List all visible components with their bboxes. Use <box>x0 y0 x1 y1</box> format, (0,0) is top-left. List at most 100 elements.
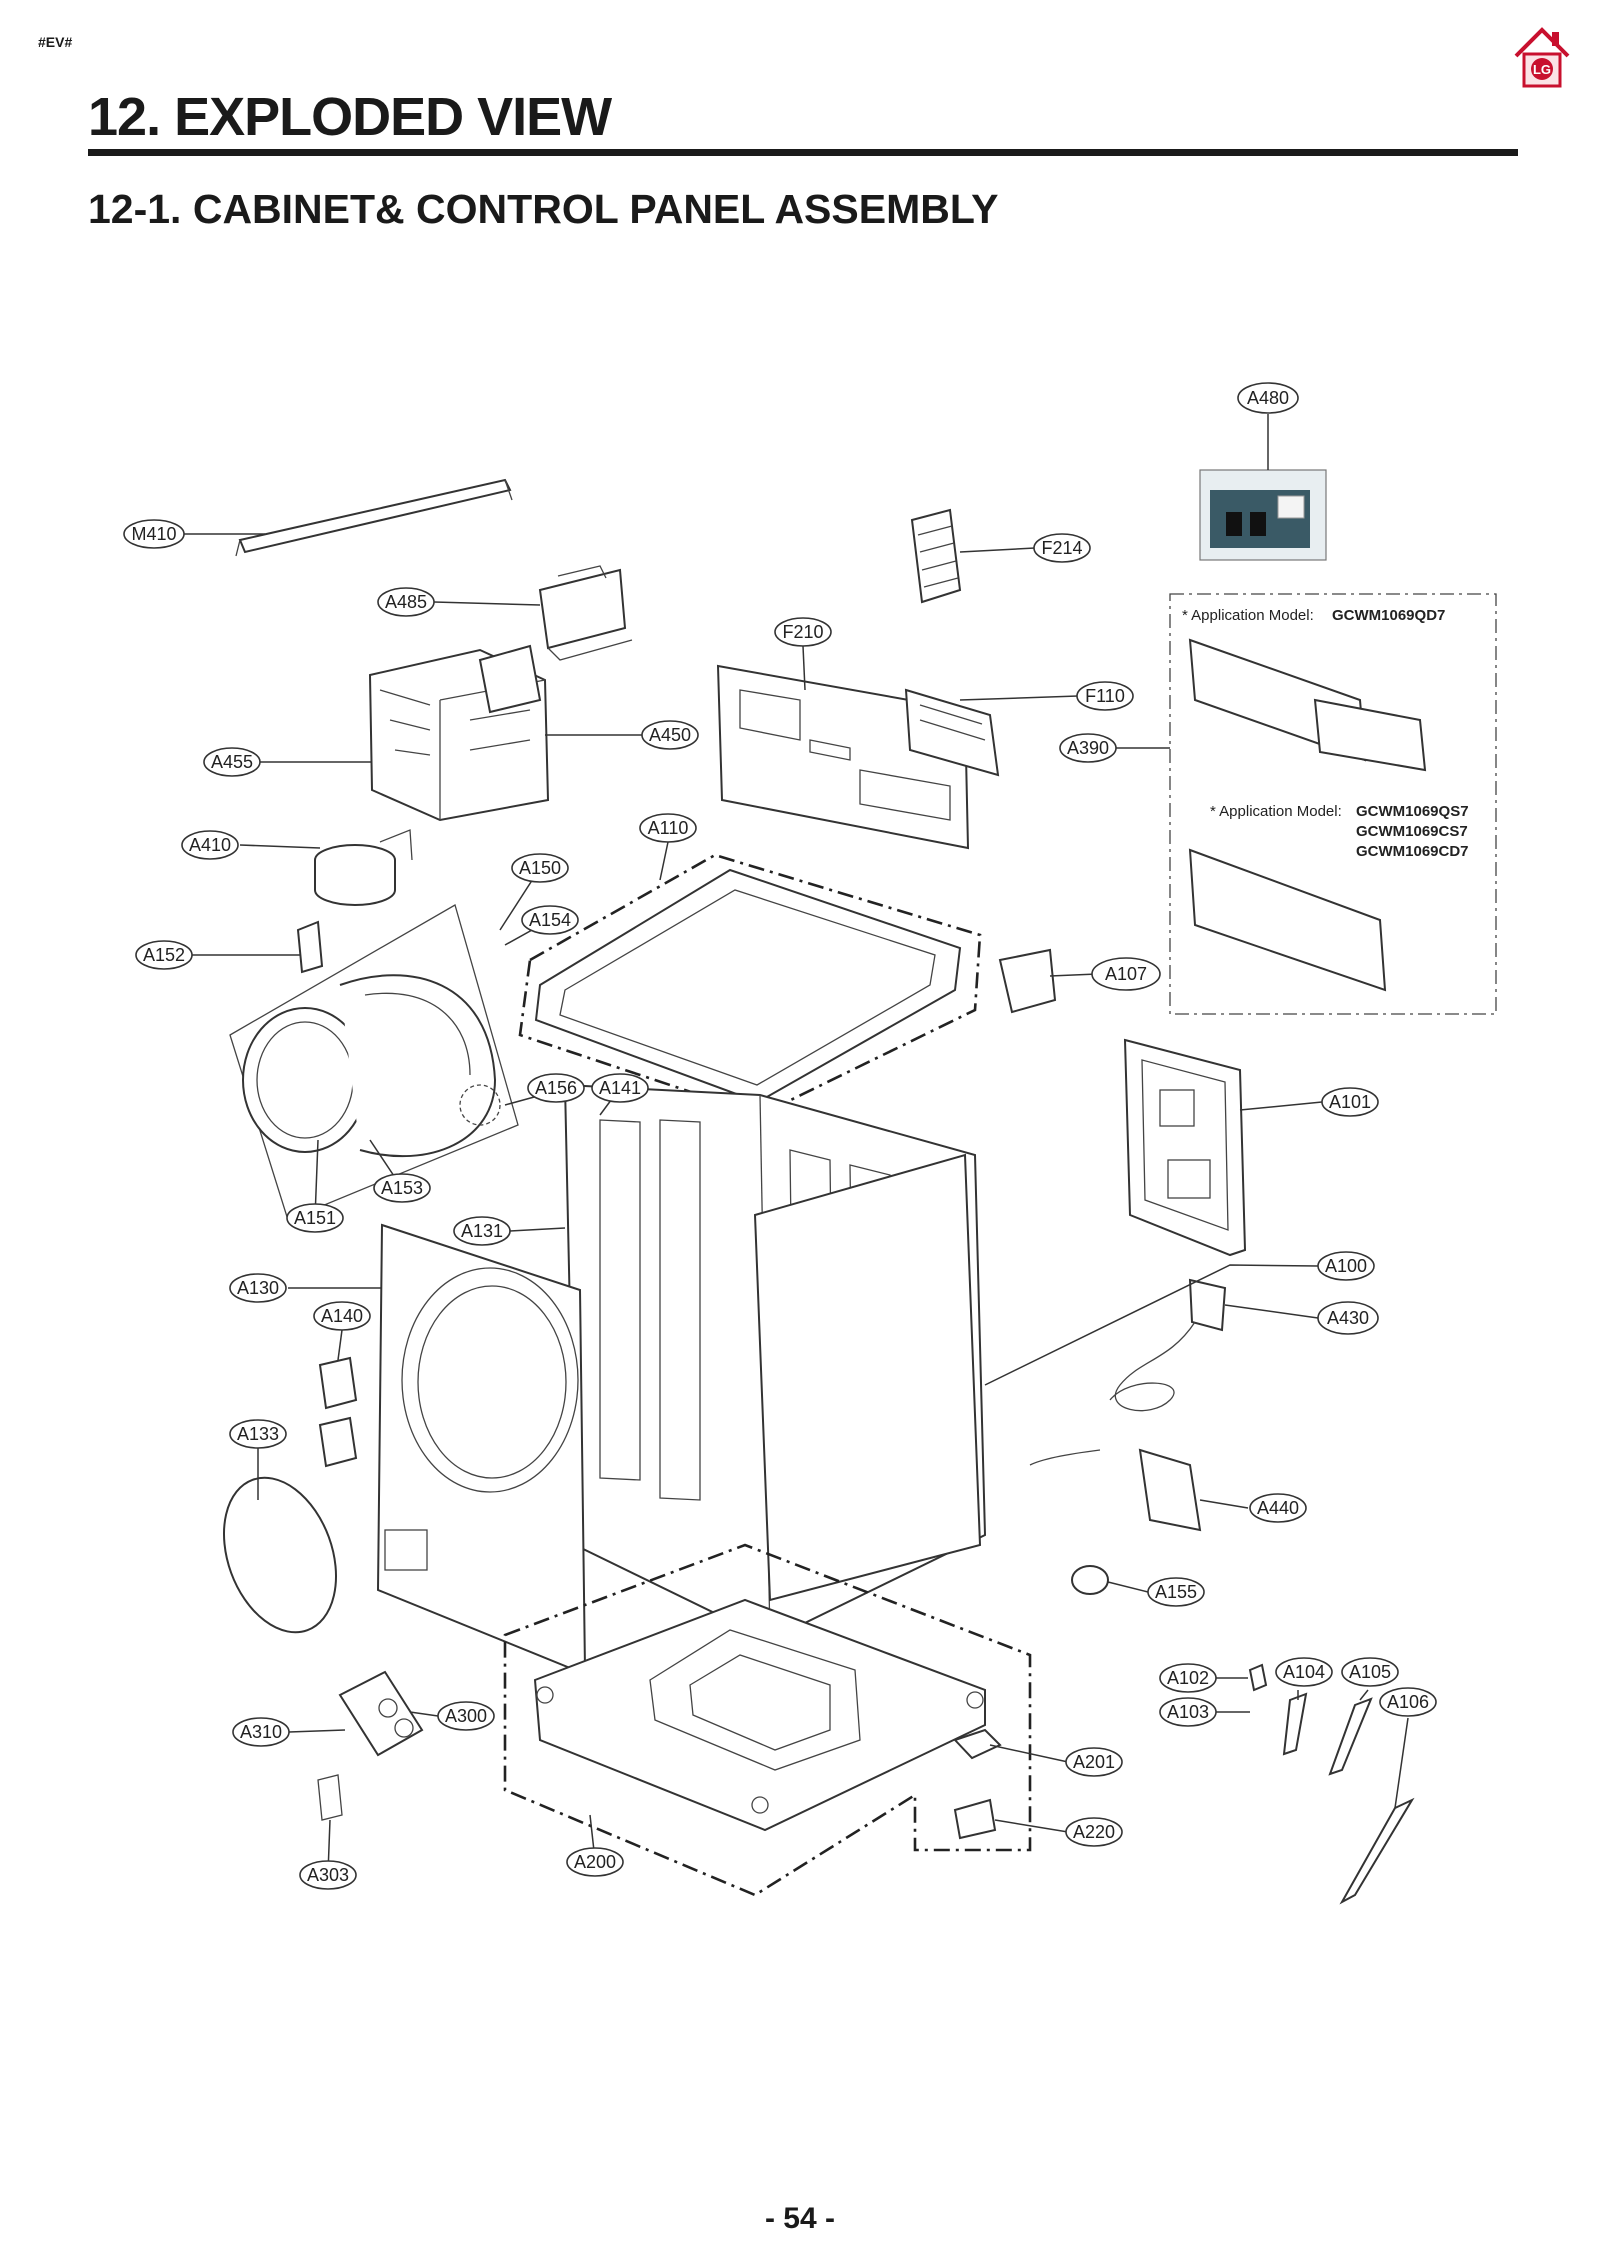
callout-a141: A141 <box>591 1073 649 1103</box>
part-f210-control-panel <box>716 664 970 850</box>
part-a100-cabinet <box>563 1083 987 1642</box>
part-a200-base <box>503 1543 1032 1897</box>
svg-text:A480: A480 <box>1247 388 1289 408</box>
callout-a101: A101 <box>1321 1087 1379 1117</box>
callout-a155: A155 <box>1147 1577 1205 1607</box>
svg-text:A410: A410 <box>189 835 231 855</box>
callout-a430: A430 <box>1317 1301 1379 1335</box>
callout-a151: A151 <box>286 1203 344 1233</box>
callout-a303: A303 <box>299 1860 357 1890</box>
callout-a480: A480 <box>1237 382 1299 414</box>
svg-text:A110: A110 <box>648 818 689 838</box>
svg-text:A152: A152 <box>143 945 185 965</box>
svg-text:A140: A140 <box>321 1306 363 1326</box>
svg-text:A440: A440 <box>1257 1498 1299 1518</box>
callout-a133: A133 <box>229 1419 287 1449</box>
callout-a153: A153 <box>373 1173 431 1203</box>
part-f110-display-pcb <box>904 688 1000 777</box>
home-icon[interactable]: LG <box>1510 22 1574 92</box>
svg-text:A200: A200 <box>574 1852 616 1872</box>
svg-text:A455: A455 <box>211 752 253 772</box>
svg-text:A220: A220 <box>1073 1822 1115 1842</box>
callout-a220: A220 <box>1065 1817 1123 1847</box>
svg-text:A430: A430 <box>1327 1308 1369 1328</box>
app-model-top: GCWM1069QD7 <box>1332 607 1445 624</box>
callout-f214: F214 <box>1033 533 1091 563</box>
svg-text:A201: A201 <box>1073 1752 1115 1772</box>
app-model-bottom-1: GCWM1069QS7 <box>1356 803 1469 820</box>
part-a480-module <box>1199 469 1327 561</box>
document-tag: #EV# <box>38 34 73 50</box>
part-a107-bracket <box>998 948 1057 1014</box>
svg-text:A485: A485 <box>385 592 427 612</box>
callout-a110: A110 <box>639 813 697 843</box>
part-a130-front-panel <box>376 1223 587 1671</box>
svg-text:LG: LG <box>1533 62 1551 77</box>
callout-a455: A455 <box>203 747 261 777</box>
section-title: 12-1. CABINET& CONTROL PANEL ASSEMBLY <box>88 186 999 232</box>
part-a133-clamp-ring <box>222 1476 338 1634</box>
part-m410-brace <box>235 478 513 557</box>
callout-a200: A200 <box>566 1847 624 1877</box>
svg-text:A106: A106 <box>1387 1692 1429 1712</box>
callout-a390: A390 <box>1059 733 1117 763</box>
callout-a201: A201 <box>1065 1747 1123 1777</box>
callout-f210: F210 <box>774 617 832 647</box>
callout-f110: F110 <box>1076 681 1134 711</box>
svg-text:A104: A104 <box>1283 1662 1325 1682</box>
svg-text:A303: A303 <box>307 1865 349 1885</box>
part-f214-buttons <box>910 508 962 604</box>
callout-a103: A103 <box>1159 1697 1217 1727</box>
app-model-label-bottom: * Application Model: <box>1210 803 1342 820</box>
callout-a131: A131 <box>453 1216 511 1246</box>
svg-text:A133: A133 <box>237 1424 279 1444</box>
part-a140-hinges <box>318 1356 358 1468</box>
page-title: 12. EXPLODED VIEW <box>88 87 612 147</box>
part-a151-door-assembly <box>229 904 519 1221</box>
svg-text:A101: A101 <box>1329 1092 1371 1112</box>
callout-a440: A440 <box>1249 1493 1307 1523</box>
part-a104-a106-valves <box>1248 1663 1415 1905</box>
svg-text:A150: A150 <box>519 858 561 878</box>
callout-a310: A310 <box>232 1717 290 1747</box>
part-a410-motor <box>314 829 413 906</box>
callout-a300: A300 <box>437 1701 495 1731</box>
part-a440-filter <box>1138 1448 1202 1532</box>
application-model-box: * Application Model: GCWM1069QD7 * Appli… <box>1169 593 1497 1015</box>
app-model-bottom-3: GCWM1069CD7 <box>1356 843 1469 860</box>
svg-text:F210: F210 <box>782 622 823 642</box>
part-a220-foot <box>953 1728 1002 1840</box>
svg-text:A107: A107 <box>1105 964 1147 984</box>
callout-a130: A130 <box>229 1273 287 1303</box>
svg-text:A130: A130 <box>237 1278 279 1298</box>
svg-text:A390: A390 <box>1067 738 1109 758</box>
svg-text:A151: A151 <box>294 1208 336 1228</box>
svg-text:A105: A105 <box>1349 1662 1391 1682</box>
svg-text:A141: A141 <box>599 1078 641 1098</box>
svg-text:A103: A103 <box>1167 1702 1209 1722</box>
part-a101-rear-cover <box>1123 1038 1247 1257</box>
callout-a410: A410 <box>181 830 239 860</box>
part-a430-power-cord <box>1029 1278 1227 1466</box>
app-model-label-top: * Application Model: <box>1182 607 1314 624</box>
svg-text:A131: A131 <box>461 1221 503 1241</box>
callout-a105: A105 <box>1341 1657 1399 1687</box>
part-a152 <box>296 920 324 974</box>
svg-text:A156: A156 <box>535 1078 577 1098</box>
callout-a156: A156 <box>527 1073 585 1103</box>
svg-text:A155: A155 <box>1155 1582 1197 1602</box>
callout-a107: A107 <box>1091 957 1161 991</box>
part-a450-a455-pcb <box>368 644 550 822</box>
callout-m410: M410 <box>123 519 185 549</box>
callout-a100: A100 <box>1317 1251 1375 1281</box>
callout-a450: A450 <box>641 720 699 750</box>
svg-text:A154: A154 <box>529 910 571 930</box>
page-number: - 54 - <box>764 2202 836 2235</box>
callout-a154: A154 <box>521 905 579 935</box>
app-model-bottom-2: GCWM1069CS7 <box>1356 823 1468 840</box>
svg-text:A450: A450 <box>649 725 691 745</box>
svg-text:A300: A300 <box>445 1706 487 1726</box>
callout-a106: A106 <box>1379 1687 1437 1717</box>
svg-text:M410: M410 <box>131 524 176 544</box>
part-a155-plug <box>1071 1565 1109 1595</box>
